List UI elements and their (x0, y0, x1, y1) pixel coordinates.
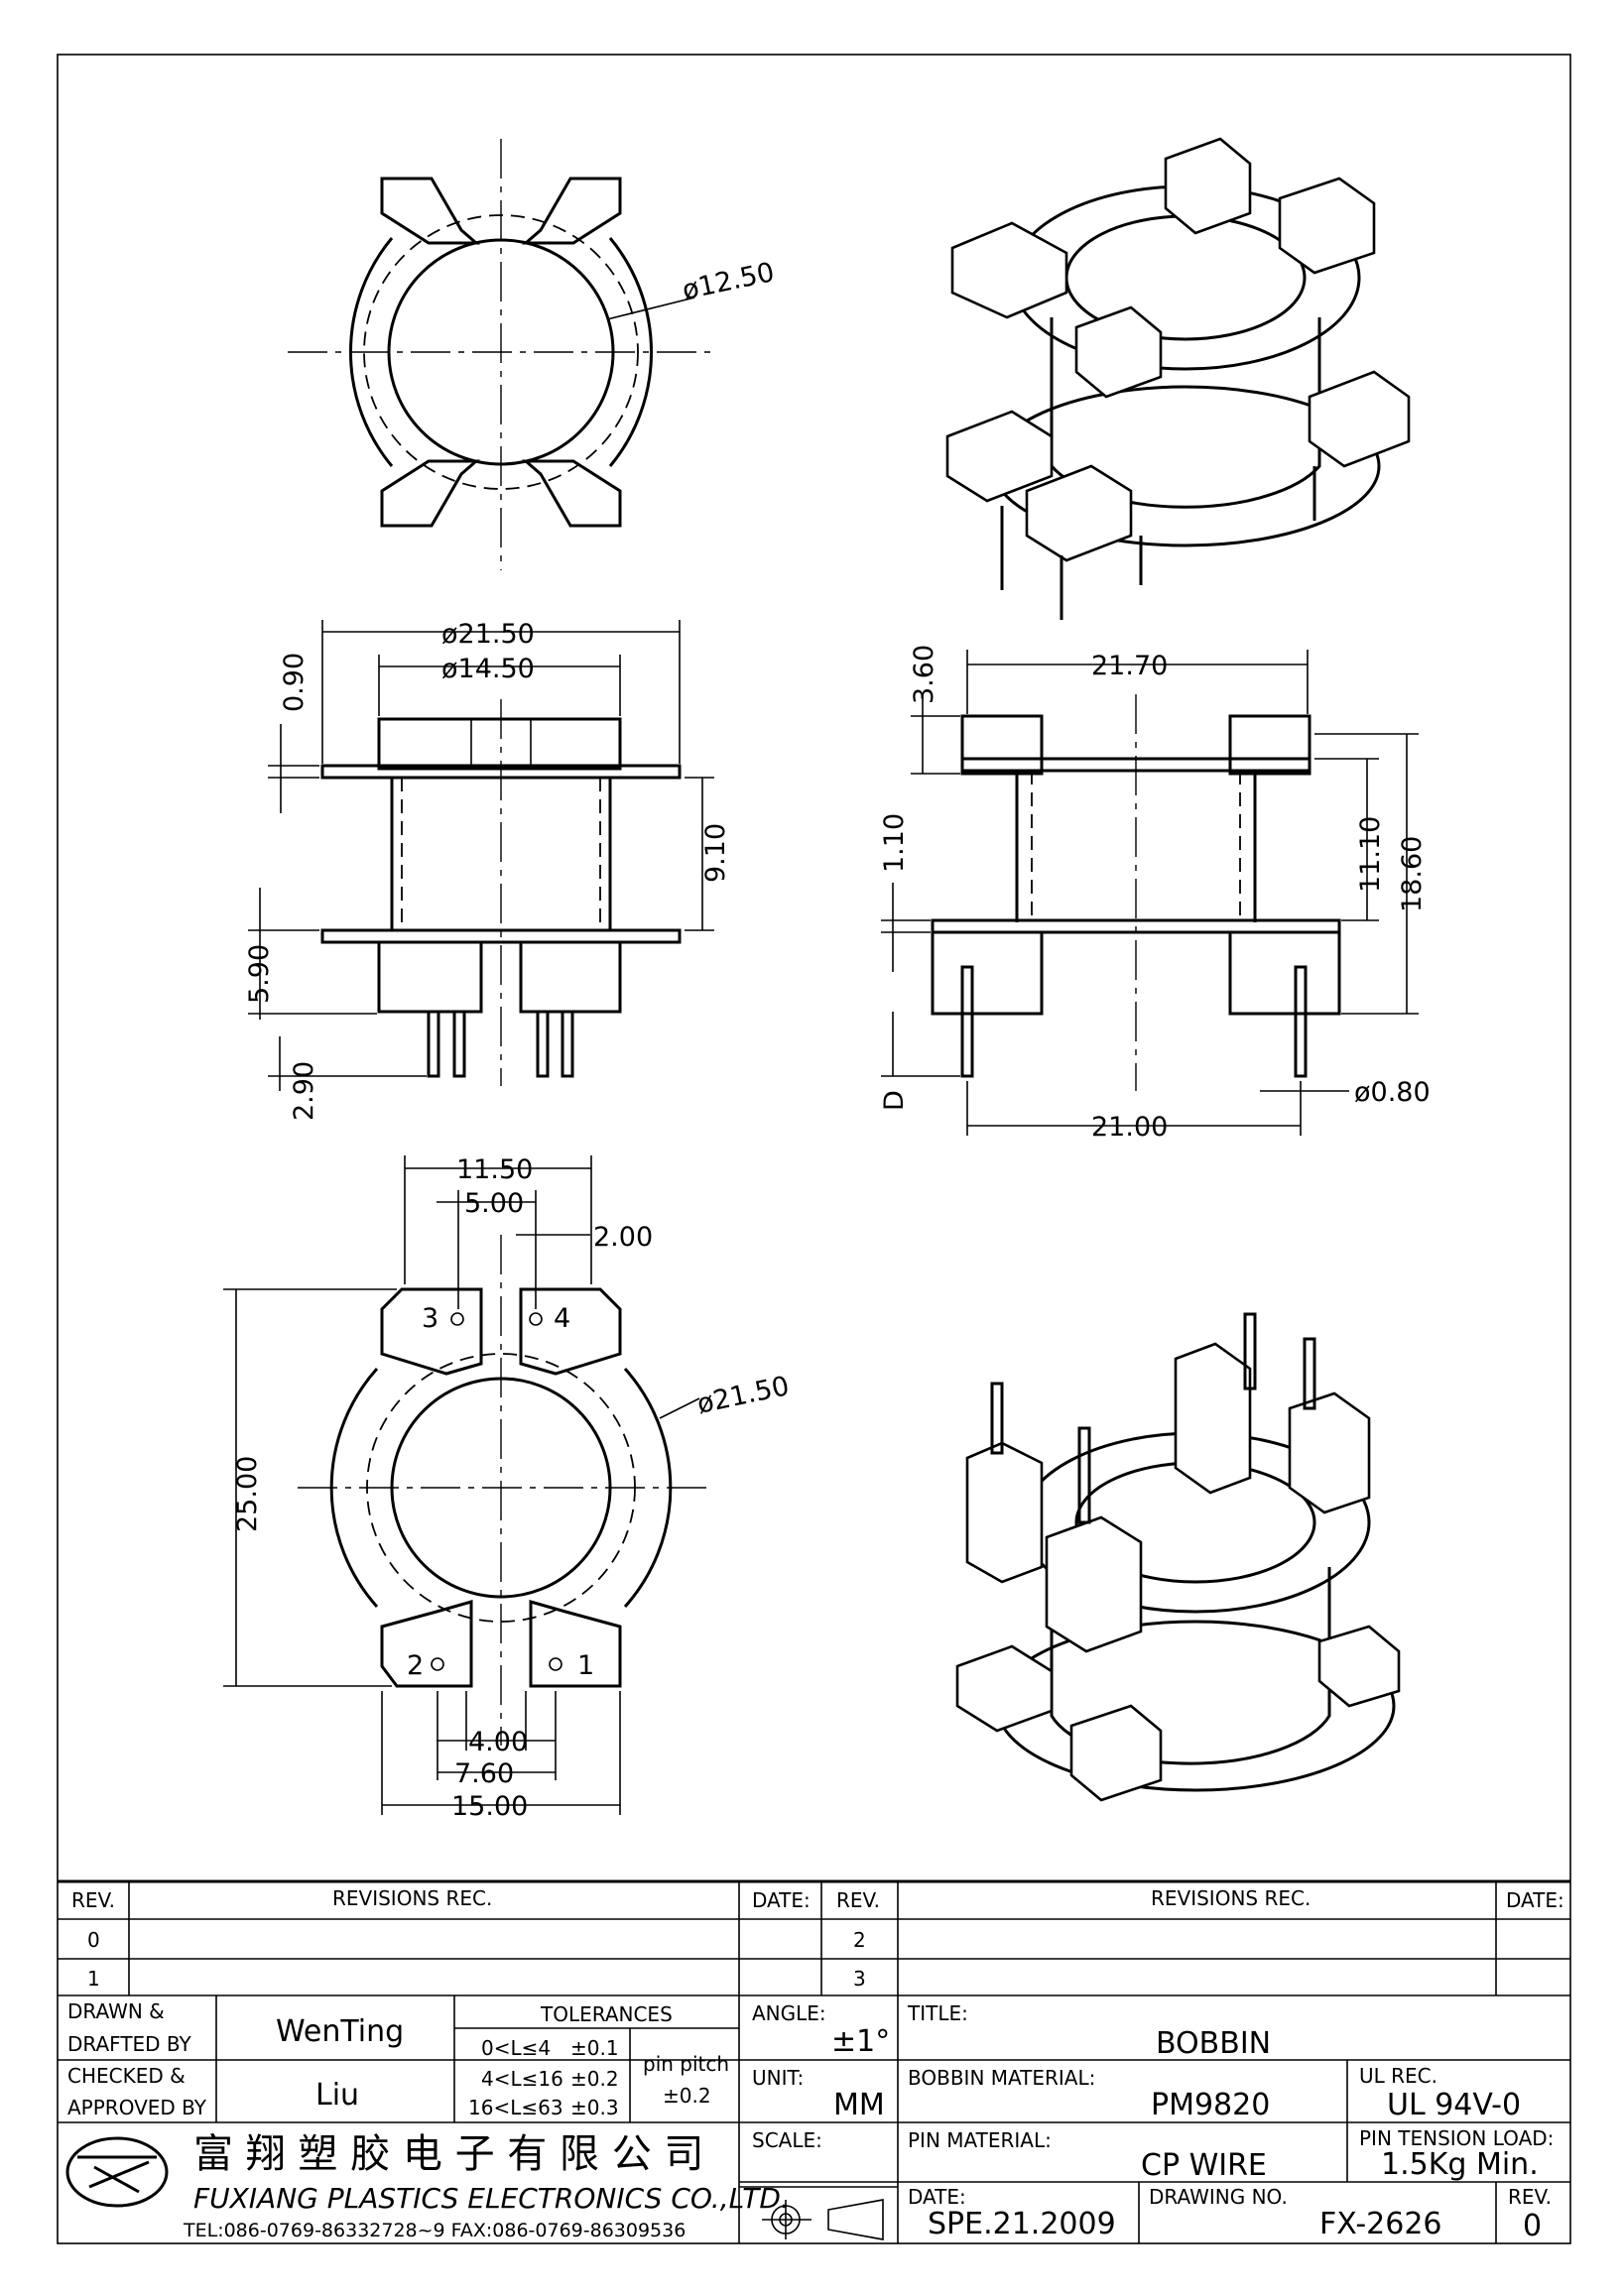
bottom-diameter: ø21.50 (694, 1371, 792, 1420)
rev-row-0: 0 (87, 1928, 100, 1952)
side-pin-span: 21.00 (1091, 1112, 1168, 1143)
projection-symbol (762, 2199, 884, 2240)
pin-tension: 1.5Kg Min. (1381, 2147, 1539, 2182)
pin-material: CP WIRE (1141, 2148, 1267, 2183)
top-bore-circle (387, 238, 615, 466)
scale-label: SCALE: (752, 2128, 822, 2152)
pin-label-3: 3 (422, 1303, 438, 1334)
checked-label-1: CHECKED & (67, 2064, 186, 2088)
top-diameter-label: ø12.50 (680, 257, 777, 306)
title-block: REV. REVISIONS REC. DATE: REV. REVISIONS… (58, 1879, 1570, 2243)
side-view: 21.70 3.60 11.10 18.60 1.10 D 21.00 ø0.8… (879, 645, 1431, 1143)
front-view: ø21.50 ø14.50 0.90 9.10 5.90 2.90 (244, 619, 731, 1121)
iso-view-bottom (955, 1312, 1401, 1802)
tol-range-2: 16<L≤63 (468, 2096, 563, 2119)
date-header-right: DATE: (1506, 1888, 1564, 1912)
drawing-no-label: DRAWING NO. (1149, 2185, 1288, 2209)
sheet-frame (57, 54, 1571, 2244)
bottom-width-top: 11.50 (456, 1154, 533, 1185)
drawn-label-1: DRAWN & (67, 1999, 165, 2023)
checked-label-2: APPROVED BY (67, 2096, 207, 2119)
revisions-header-left: REVISIONS REC. (332, 1886, 492, 1910)
revisions-header-right: REVISIONS REC. (1151, 1886, 1311, 1910)
bottom-pin-pitch-small: 4.00 (468, 1727, 528, 1757)
tol-range-0: 0<L≤4 (481, 2036, 551, 2060)
drawn-label-2: DRAFTED BY (67, 2032, 192, 2056)
angle-value: ±1° (831, 2024, 890, 2059)
bottom-width-bottom: 15.00 (451, 1791, 528, 1822)
side-width: 21.70 (1091, 651, 1168, 681)
date-value: SPE.21.2009 (928, 2207, 1116, 2241)
unit-value: MM (833, 2088, 885, 2122)
bobbin-material-label: BOBBIN MATERIAL: (908, 2066, 1095, 2090)
pin-pitch-tol: ±0.2 (663, 2084, 711, 2108)
angle-label: ANGLE: (752, 2001, 826, 2025)
ul-value: UL 94V-0 (1387, 2088, 1521, 2122)
front-top-flange: 0.90 (279, 653, 310, 712)
ul-label: UL REC. (1359, 2064, 1437, 2088)
side-inner-height: 11.10 (1355, 816, 1386, 893)
rev-value: 0 (1523, 2209, 1542, 2243)
bottom-pin-offset: 2.00 (593, 1222, 653, 1253)
front-winding-height: 9.10 (700, 823, 731, 883)
drawing-no: FX-2626 (1319, 2207, 1442, 2241)
front-pin-length: 2.90 (289, 1061, 319, 1121)
pin-label-2: 2 (407, 1650, 424, 1681)
bottom-height: 25.00 (232, 1456, 263, 1532)
rev-row-3: 3 (853, 1967, 866, 1991)
front-base-height: 5.90 (244, 944, 275, 1004)
bobbin-material: PM9820 (1151, 2088, 1270, 2122)
side-pin-drop: D (879, 1090, 910, 1111)
iso-view-top (945, 137, 1411, 620)
front-inner-diameter: ø14.50 (441, 654, 535, 684)
pin-label-4: 4 (554, 1303, 570, 1334)
pin-material-label: PIN MATERIAL: (908, 2128, 1052, 2152)
side-top-height: 3.60 (909, 645, 939, 704)
pin-label-1: 1 (577, 1650, 594, 1681)
top-view: ø12.50 (288, 139, 777, 570)
tol-range-1: 4<L≤16 (481, 2067, 563, 2091)
date-value-label: DATE: (908, 2185, 966, 2209)
bottom-view: 3 4 2 1 11.50 5.00 2.00 25.00 ø21.50 4.0… (223, 1154, 792, 1822)
tol-value-1: ±0.2 (570, 2067, 619, 2091)
side-pin-diameter: ø0.80 (1354, 1077, 1431, 1108)
title-value: BOBBIN (1156, 2026, 1271, 2061)
drawn-by: WenTing (276, 2014, 404, 2049)
rev-header-right: REV. (836, 1888, 880, 1912)
bottom-inner-top: 5.00 (464, 1188, 524, 1219)
bottom-pin-pitch-mid: 7.60 (454, 1758, 514, 1789)
company-contact: TEL:086-0769-86332728~9 FAX:086-0769-863… (183, 2220, 686, 2241)
pin-pitch-label: pin pitch (643, 2052, 729, 2076)
company-name-cn: 富 翔 塑 胶 电 子 有 限 公 司 (193, 2131, 703, 2177)
rev-header-left: REV. (71, 1888, 115, 1912)
unit-label: UNIT: (752, 2066, 804, 2090)
tol-value-0: ±0.1 (570, 2036, 619, 2060)
tolerances-label: TOLERANCES (540, 2002, 673, 2026)
title-label: TITLE: (907, 2001, 968, 2025)
rev-row-2: 2 (853, 1928, 866, 1952)
tol-value-2: ±0.3 (570, 2096, 619, 2119)
company-name-en: FUXIANG PLASTICS ELECTRONICS CO.,LTD. (193, 2182, 790, 2215)
side-flange: 1.10 (879, 813, 910, 873)
side-total-height: 18.60 (1397, 836, 1428, 912)
front-outer-diameter: ø21.50 (441, 619, 535, 650)
rev-row-1: 1 (87, 1967, 100, 1991)
pin-tension-label: PIN TENSION LOAD: (1359, 2126, 1554, 2150)
checked-by: Liu (315, 2078, 359, 2113)
company-logo (65, 2136, 169, 2208)
rev-value-label: REV. (1508, 2185, 1552, 2209)
date-header-left: DATE: (752, 1888, 811, 1912)
